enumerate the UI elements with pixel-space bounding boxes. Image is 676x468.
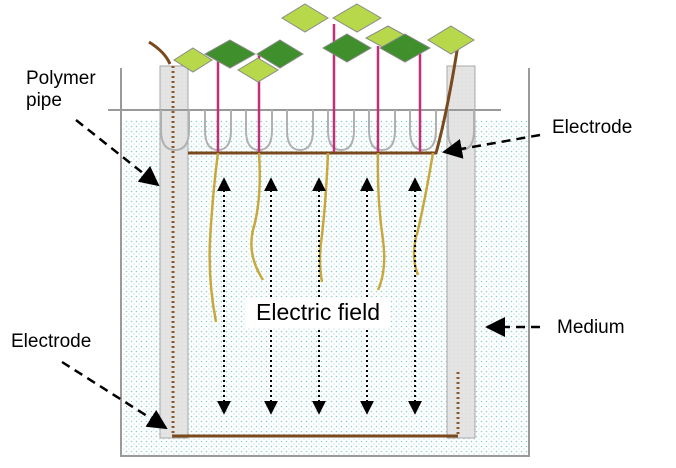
container-wall — [120, 68, 530, 457]
leader-electrode-top — [442, 133, 541, 159]
leader-arrows — [61, 119, 541, 430]
polymer-pipe-right — [446, 65, 476, 439]
label-electrode-top: Electrode — [552, 117, 633, 138]
leader-electrode-bottom — [61, 360, 168, 430]
label-electrode-bottom: Electrode — [11, 331, 92, 352]
label-electric-field: Electric field — [246, 297, 390, 328]
leader-polymer-pipe — [75, 119, 160, 187]
label-polymer-pipe-line2: pipe — [26, 90, 62, 111]
plant-leaves — [173, 3, 475, 83]
label-medium: Medium — [557, 317, 625, 338]
label-polymer-pipe-line1: Polymer — [26, 68, 96, 89]
electric-field-arrows — [217, 177, 422, 415]
